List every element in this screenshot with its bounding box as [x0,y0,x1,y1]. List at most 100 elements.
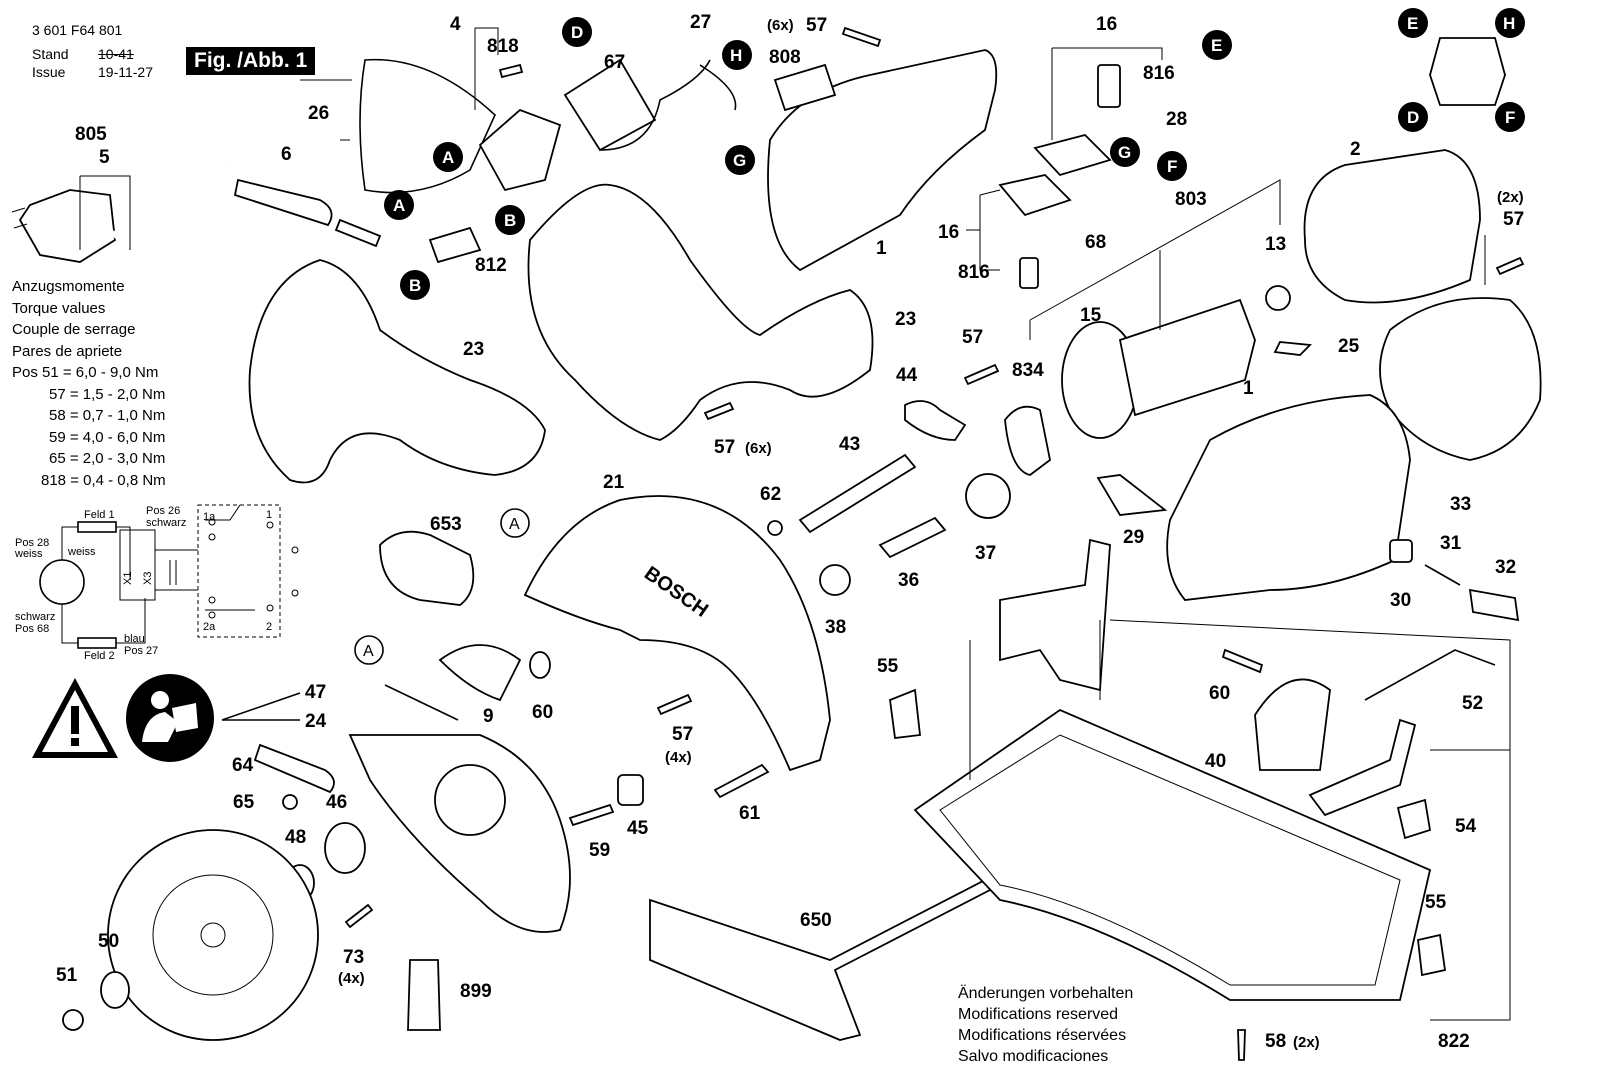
label-44: 44 [896,365,918,386]
svg-text:F: F [1505,108,1515,127]
motor-housing-1-main [1166,394,1411,601]
callout-E-1: E [1202,30,1232,60]
callout-F-2: F [1495,102,1525,132]
armature-803 [1118,298,1256,417]
wiring-terminal-1a: 1a [203,511,216,523]
figure-label: Fig. /Abb. 1 [186,47,316,75]
wiring-terminal-2: 2 [266,621,272,633]
bolt-51 [62,1009,84,1031]
label-4: 4 [450,14,461,35]
torque-row: 58 = 0,7 - 1,0 Nm [49,407,166,424]
cord-end [334,218,382,248]
label-52: 52 [1462,693,1483,714]
button-32 [1468,588,1520,622]
label-57-mid: 57 [962,327,983,348]
label-33: 33 [1450,494,1471,515]
label-32: 32 [1495,557,1516,578]
carbon-brush-816-top [1097,64,1121,108]
label-67: 67 [604,52,625,73]
label-24: 24 [305,711,327,732]
wiring-label-feld2: Feld 2 [84,650,115,662]
label-45: 45 [627,818,649,839]
label-21: 21 [603,472,625,493]
label-37: 37 [975,543,996,564]
label-47: 47 [305,682,326,703]
brush-holder-16-top [1033,133,1112,177]
label-50: 50 [98,931,119,952]
svg-text:A: A [393,196,405,215]
remark-fr: Modifications réservées [958,1027,1127,1044]
brush-holder-16-mid [998,174,1072,217]
flange-50 [100,971,130,1009]
shaft-43 [798,453,917,534]
part-653 [379,530,475,606]
screw-57-6x [703,401,735,421]
label-805: 805 [75,124,107,145]
screw-57-top [841,26,882,48]
label-61: 61 [739,803,761,824]
wiring-label-pos26: Pos 26 [146,505,180,517]
label-2: 2 [1350,139,1361,160]
knob-55-bottom [1417,933,1447,977]
label-31: 31 [1440,533,1462,554]
pin-61 [713,763,770,799]
wire-27 [599,59,711,151]
screw-65 [282,794,298,810]
spindle-36 [878,516,947,559]
screw-60-right [1221,648,1264,674]
torque-values-table: Anzugsmomente Torque values Couple de se… [12,276,166,491]
power-cord-plug [11,153,227,263]
torque-row: 65 = 2,0 - 3,0 Nm [49,450,166,467]
svg-text:B: B [504,211,516,230]
label-57-right-qty: (2x) [1497,189,1524,206]
label-653: 653 [430,514,462,535]
label-57-6x-qty: (6x) [745,440,772,457]
svg-text:F: F [1167,157,1177,176]
remark-de: Änderungen vorbehalten [958,985,1134,1002]
label-9: 9 [483,706,494,727]
label-1-top: 1 [876,238,887,259]
issue-value: 19-11-27 [98,64,154,80]
callout-F-1: F [1157,151,1187,181]
callout-H-2: H [1495,8,1525,38]
depth-lever [1308,718,1417,817]
issue-label: Issue [32,64,66,80]
warning-triangle-icon [32,678,118,758]
label-30: 30 [1390,590,1411,611]
gear-37 [965,473,1011,519]
callout-A-2: A [384,190,414,220]
label-25: 25 [1338,336,1360,357]
label-13: 13 [1265,234,1286,255]
label-55-bottom: 55 [1425,892,1447,913]
callout-A-1: A [433,142,463,172]
label-650: 650 [800,910,832,931]
strain-relief-812 [428,226,482,264]
label-43: 43 [839,434,860,455]
label-60-right: 60 [1209,683,1230,704]
wiring-label-pos68: Pos 68 [15,623,49,635]
remark-en: Modifications reserved [958,1006,1119,1023]
bracket-40 [1254,678,1331,771]
stand-label: Stand [32,46,69,62]
ring-46 [324,822,366,874]
label-16-top: 16 [1096,14,1117,35]
svg-text:G: G [1118,143,1131,162]
label-23-mid: 23 [895,309,916,330]
field-coil-2 [1303,149,1481,304]
lever-64 [253,743,335,794]
handle-half-23-left [248,259,546,484]
label-57-6x: 57 [714,437,735,458]
remark-es: Salvo modificaciones [958,1048,1109,1065]
label-16-mid: 16 [938,222,959,243]
screw-57-mid [963,363,1000,386]
wiring-label-pos27: Pos 27 [124,645,158,657]
spring-31 [1424,564,1461,586]
screw-818 [498,63,524,79]
bearing-38 [819,564,851,596]
screw-59 [568,803,615,827]
label-803: 803 [1175,189,1207,210]
part-30 [1389,539,1413,563]
wiring-label-x3: X3 [142,572,154,585]
screw-58 [1237,1029,1246,1061]
label-816-top: 816 [1143,63,1175,84]
